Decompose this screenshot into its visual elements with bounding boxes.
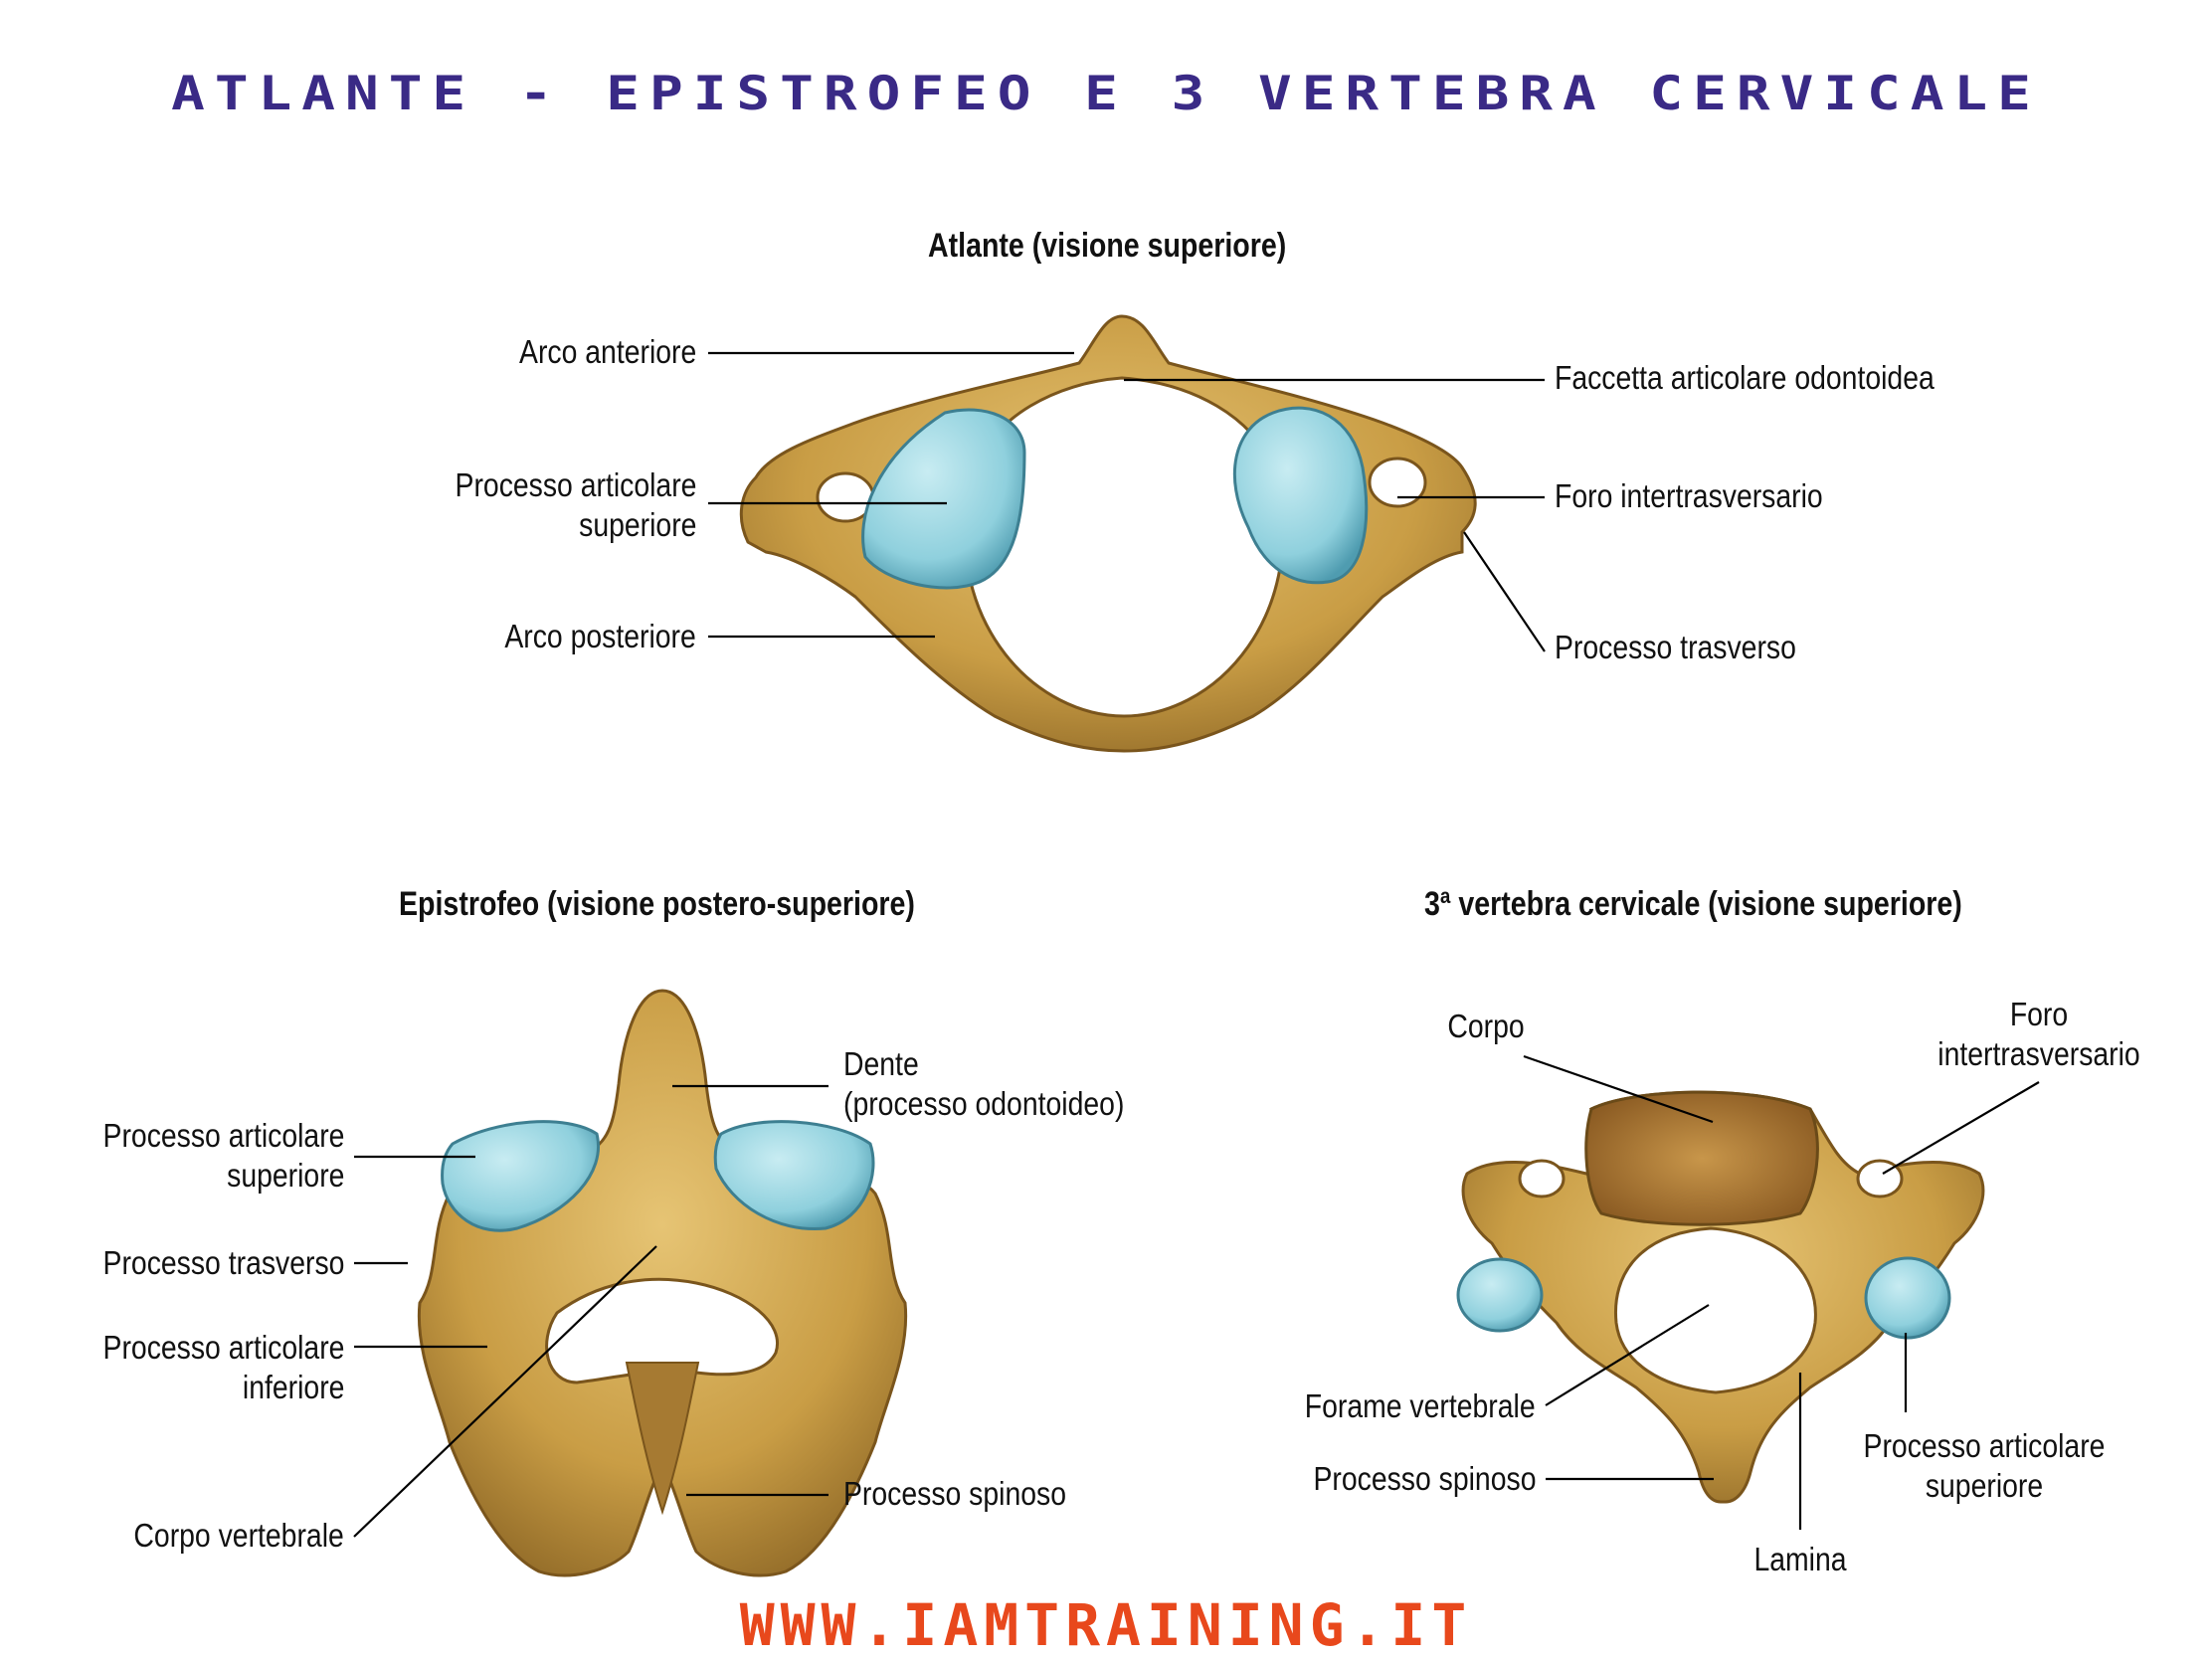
label-line-2: inferiore [242,1369,344,1405]
label-line-1: Dente [843,1045,919,1082]
label-arco-anteriore: Arco anteriore [518,333,696,370]
label-line-1: Processo articolare [102,1329,344,1366]
atlas-leader-lines [708,351,1546,652]
label-axis-processo-trasverso: Processo trasverso [102,1244,344,1281]
label-corpo-vertebrale: Corpo vertebrale [133,1517,344,1554]
label-arco-posteriore: Arco posteriore [504,618,696,654]
label-forame-vertebrale: Forame vertebrale [1305,1387,1536,1424]
c3-facets [1456,1256,1951,1340]
label-axis-processo-articolare-superiore: Processo articolare superiore [102,1116,344,1196]
label-line-1: Processo articolare [102,1117,344,1154]
label-foro-intertrasversario: Foro intertrasversario [1555,477,1823,514]
footer-url: WWW.IAMTRAINING.IT [739,1591,1473,1659]
label-axis-processo-articolare-inferiore: Processo articolare inferiore [102,1328,344,1407]
label-line-1: Foro [2009,996,2069,1032]
c3-bone [1461,1090,1985,1504]
page-title: ATLANTE - EPISTROFEO E 3 VERTEBRA CERVIC… [171,66,2041,122]
label-lamina: Lamina [1753,1541,1847,1577]
label-c3-foro-intertrasversario: Foro intertrasversario [1928,995,2150,1074]
atlas-heading: Atlante (visione superiore) [928,227,1287,265]
axis-leader-lines [353,1084,829,1538]
c3-leader-lines [1523,1054,2040,1530]
label-axis-processo-spinoso: Processo spinoso [843,1475,1067,1512]
label-processo-articolare-superiore: Processo articolare superiore [455,465,696,545]
label-line-2: intertrasversario [1937,1035,2140,1072]
label-line-2: (processo odontoideo) [843,1085,1125,1122]
axis-heading: Epistrofeo (visione postero-superiore) [399,885,915,923]
label-processo-trasverso: Processo trasverso [1555,629,1796,665]
label-line-2: superiore [578,506,696,543]
axis-bone [417,989,908,1577]
label-corpo: Corpo [1447,1008,1525,1044]
label-line-2: superiore [226,1157,344,1194]
label-line-1: Processo articolare [455,466,696,503]
label-dente: Dente (processo odontoideo) [843,1044,1124,1124]
atlas-facets [861,406,1369,590]
label-c3-processo-articolare-superiore: Processo articolare superiore [1860,1426,2108,1506]
axis-facets [441,1120,875,1232]
label-faccetta-articolare: Faccetta articolare odontoidea [1555,359,1935,396]
label-line-2: superiore [1925,1467,2044,1504]
c3-heading: 3ª vertebra cervicale (visione superiore… [1424,885,1962,923]
label-c3-processo-spinoso: Processo spinoso [1312,1460,1536,1497]
label-line-1: Processo articolare [1863,1427,2106,1464]
